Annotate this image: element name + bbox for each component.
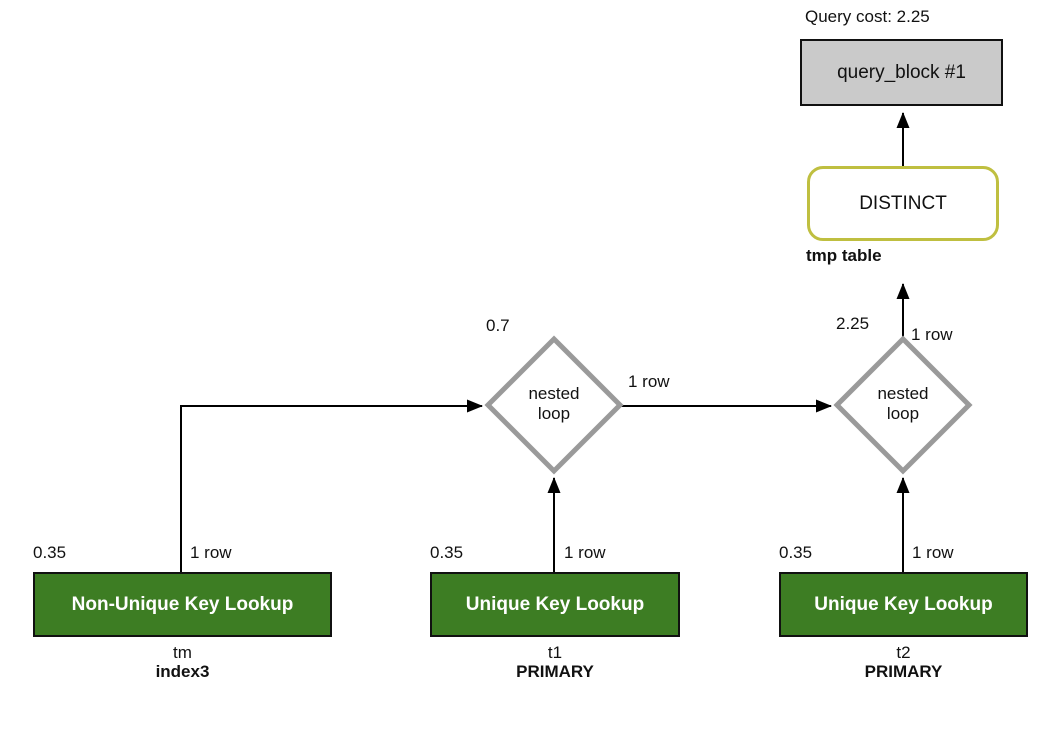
edge-tm-to-nestedloop1 [180, 399, 483, 572]
tm-key-name: index3 [155, 662, 210, 681]
nested-loop-1-cost: 0.7 [486, 316, 510, 335]
query-cost-label: Query cost: 2.25 [805, 7, 930, 26]
tmp-table-label: tmp table [806, 246, 882, 265]
nested-loop-1-rows: 1 row [628, 372, 670, 391]
t1-cost: 0.35 [430, 543, 464, 562]
t2-access-type: Unique Key Lookup [814, 593, 993, 615]
t2-rows: 1 row [912, 543, 954, 562]
t1-key-name: PRIMARY [516, 662, 594, 681]
distinct-label: DISTINCT [859, 192, 947, 214]
nested-loop-2-label: nested loop [877, 384, 929, 423]
query-block-node[interactable]: query_block #1 [800, 39, 1003, 106]
t1-lookup-node[interactable]: Unique Key Lookup [430, 572, 680, 637]
t2-table-name: t2 [896, 643, 911, 662]
query-block-label: query_block #1 [837, 61, 966, 83]
tm-lookup-node[interactable]: Non-Unique Key Lookup [33, 572, 332, 637]
t1-rows: 1 row [564, 543, 606, 562]
nested-loop-2-diamond[interactable] [833, 335, 973, 475]
distinct-node[interactable]: DISTINCT [807, 166, 999, 241]
t1-access-type: Unique Key Lookup [465, 593, 645, 615]
t2-cost: 0.35 [779, 543, 813, 562]
tm-rows: 1 row [190, 543, 232, 562]
t2-lookup-node[interactable]: Unique Key Lookup [779, 572, 1028, 637]
tm-access-type: Non-Unique Key Lookup [71, 593, 294, 615]
nested-loop-1-label: nested loop [528, 384, 580, 423]
nested-loop-1-diamond[interactable] [484, 335, 624, 475]
nested-loop-2-rows: 1 row [911, 325, 953, 344]
t1-table-name: t1 [547, 643, 563, 662]
tm-table-name: tm [173, 643, 192, 662]
nested-loop-2-cost: 2.25 [836, 314, 870, 333]
tm-cost: 0.35 [33, 543, 67, 562]
t2-key-name: PRIMARY [864, 662, 943, 681]
